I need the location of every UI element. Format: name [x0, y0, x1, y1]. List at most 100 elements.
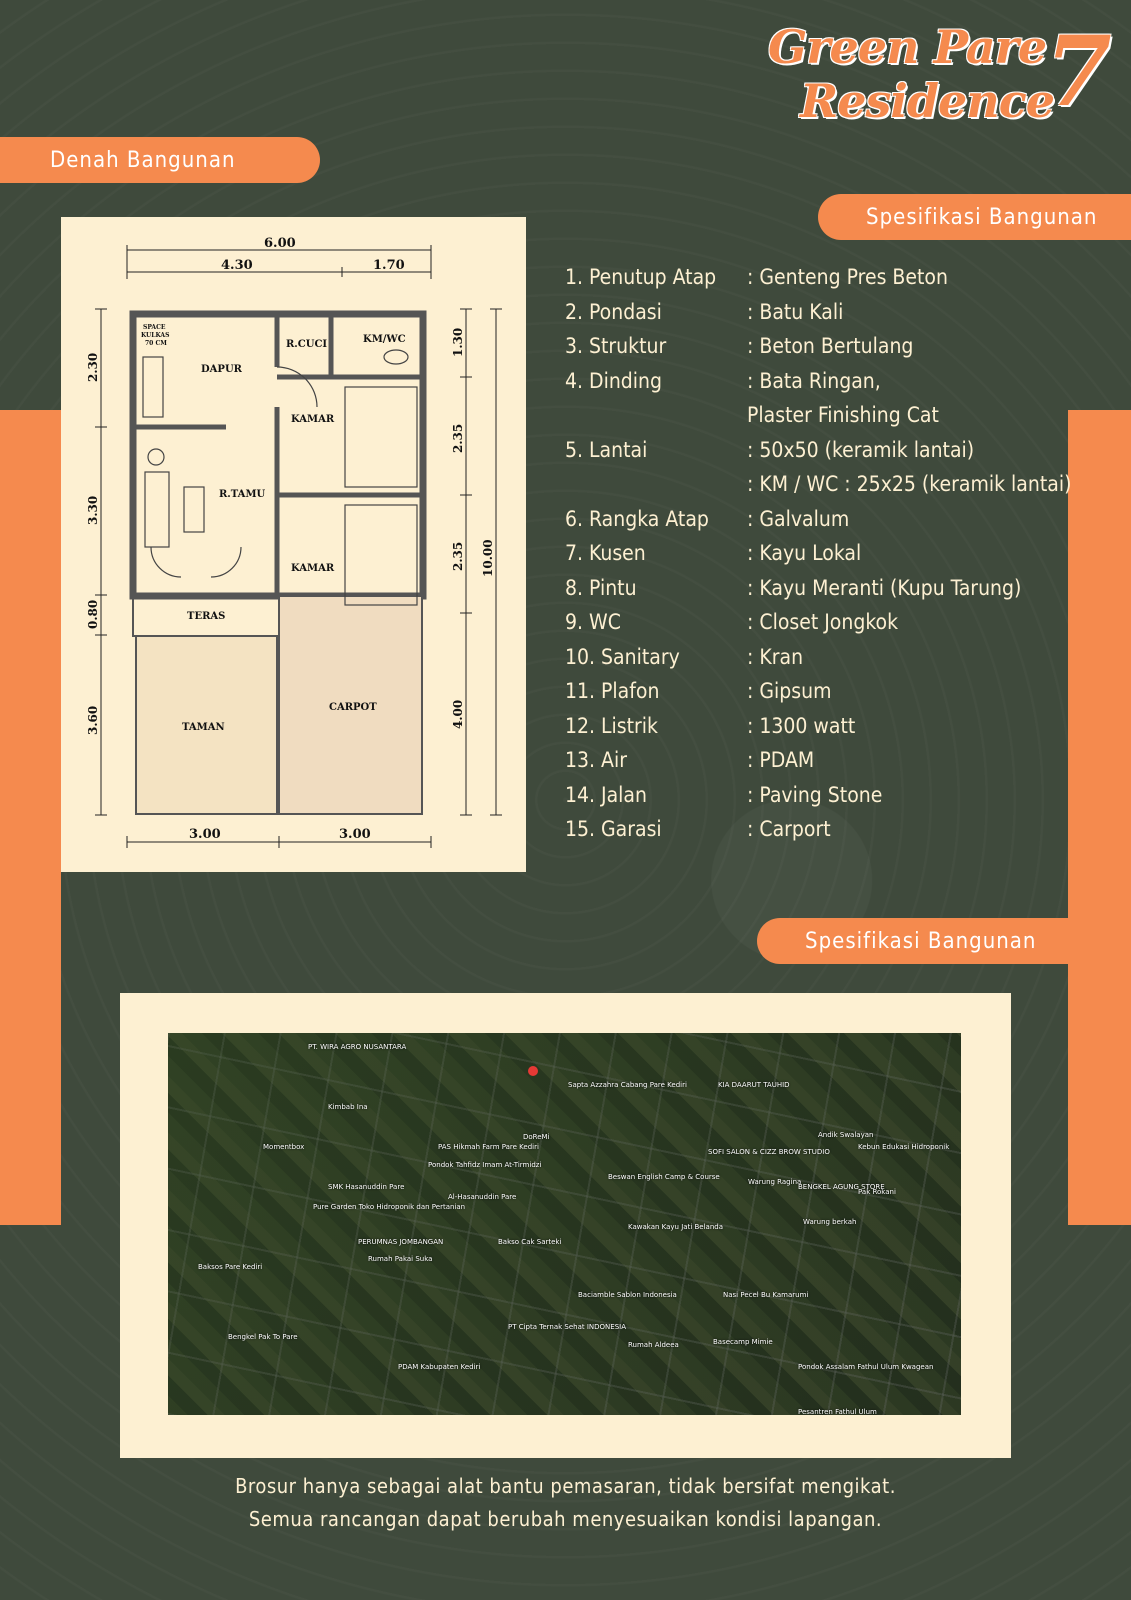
room-kulkas: KULKAS — [141, 332, 169, 339]
disclaimer: Brosur hanya sebagai alat bantu pemasara… — [0, 1470, 1131, 1536]
spec-value: : Batu Kali — [747, 299, 844, 324]
map-label: DoReMi — [523, 1133, 550, 1141]
dim-total-width: 6.00 — [264, 236, 296, 251]
map-label: Sapta Azzahra Cabang Pare Kediri — [568, 1081, 687, 1089]
room-cm: 70 CM — [145, 340, 167, 347]
map-label: SMK Hasanuddin Pare — [328, 1183, 405, 1191]
map-label: Rumah Aldeea — [628, 1341, 679, 1349]
spec-value: : KM / WC : 25x25 (keramik lantai) — [747, 472, 1072, 496]
spec-label: 11. Plafon — [565, 679, 660, 703]
map-label: Bakso Cak Sarteki — [498, 1238, 562, 1246]
logo-line2: Residence — [800, 74, 1055, 128]
spec-row: 4. Dinding : Bata Ringan, — [565, 364, 1105, 399]
dim-top-right: 1.70 — [373, 258, 405, 273]
spec-value: : Kayu Meranti (Kupu Tarung) — [747, 575, 1022, 600]
dim-top-left: 4.30 — [221, 258, 253, 273]
map-label: Baksos Pare Kediri — [198, 1263, 263, 1271]
logo-number: 7 — [1045, 15, 1112, 128]
room-dapur: DAPUR — [201, 364, 243, 375]
spec-row: 9. WC : Closet Jongkok — [565, 605, 1105, 640]
map-label: Pure Garden Toko Hidroponik dan Pertania… — [313, 1203, 466, 1211]
map-label: Andik Swalayan — [818, 1131, 874, 1139]
dim-total-height: 10.00 — [481, 539, 495, 577]
map-label: Momentbox — [263, 1143, 305, 1151]
spec-row: 5. Lantai: 50x50 (keramik lantai) — [565, 433, 1105, 468]
location-pin-icon — [528, 1066, 538, 1076]
map-label: BENGKEL AGUNG STORE — [798, 1183, 885, 1191]
room-taman: TAMAN — [182, 722, 225, 733]
spec-label: 13. Air — [565, 748, 627, 772]
map-label: Pak Rokani — [858, 1188, 896, 1196]
spec-label: 1. Penutup Atap — [565, 265, 717, 289]
map-label: KIA DAARUT TAUHID — [718, 1081, 790, 1089]
map-label: Al-Hasanuddin Pare — [448, 1193, 517, 1201]
dim-right-1: 1.30 — [451, 328, 465, 357]
spec-value: : Carport — [747, 817, 831, 841]
room-space: SPACE — [143, 324, 166, 331]
spec-row: 15. Garasi: Carport — [565, 812, 1105, 847]
spec-row: : KM / WC : 25x25 (keramik lantai) — [565, 467, 1105, 502]
logo-line1: Green Pare — [768, 20, 1047, 74]
spec-value: : Gipsum — [747, 679, 832, 703]
dim-left-4: 3.60 — [86, 706, 100, 735]
spec-row: Plaster Finishing Cat — [565, 398, 1105, 433]
map-label: Kawakan Kayu Jati Belanda — [628, 1223, 723, 1231]
room-kamar-1: KAMAR — [291, 414, 335, 425]
spec-label: 3. Struktur — [565, 334, 667, 358]
map-label: PT Cipta Ternak Sehat INDONESIA — [508, 1323, 627, 1331]
spec-label: 12. Listrik — [565, 713, 659, 738]
spec-value: : Closet Jongkok — [747, 610, 899, 634]
disclaimer-line2: Semua rancangan dapat berubah menyesuaik… — [248, 1507, 883, 1531]
map-label: SOFI SALON & CIZZ BROW STUDIO — [708, 1148, 830, 1156]
spec-label: 6. Rangka Atap — [565, 506, 709, 531]
dim-left-1: 2.30 — [86, 353, 100, 382]
map-label: PERUMNAS JOMBANGAN — [358, 1238, 444, 1246]
spec-value: : 1300 watt — [747, 713, 856, 738]
spec-value: : PDAM — [747, 748, 815, 772]
spec-value: : Paving Stone — [747, 782, 883, 807]
room-rtamu: R.TAMU — [219, 489, 266, 500]
spec-label: 9. WC — [565, 610, 621, 634]
spec-value: : Genteng Pres Beton — [747, 265, 948, 289]
spec-label: 4. Dinding — [565, 368, 663, 393]
spec-label: 14. Jalan — [565, 782, 647, 807]
dim-left-2: 3.30 — [86, 496, 100, 525]
map-label: Pondok Tahfidz Imam At-Tirmidzi — [428, 1161, 542, 1169]
spec-row: 8. Pintu : Kayu Meranti (Kupu Tarung) — [565, 571, 1105, 606]
spec-row: 1. Penutup Atap : Genteng Pres Beton — [565, 260, 1105, 295]
spec-value: : Bata Ringan, — [747, 368, 881, 393]
spec-label — [565, 467, 747, 502]
dim-bottom-right: 3.00 — [339, 827, 371, 842]
spec-value: : Kran — [747, 644, 804, 669]
spec-label: 8. Pintu — [565, 575, 637, 600]
map-label: Kimbab Ina — [328, 1103, 368, 1111]
spec-row: 13. Air : PDAM — [565, 743, 1105, 778]
map-label: Pondok Assalam Fathul Ulum Kwagean — [798, 1363, 934, 1371]
spec-value: Plaster Finishing Cat — [747, 403, 939, 427]
dim-right-2: 2.35 — [451, 424, 465, 453]
room-carpot: CARPOT — [329, 702, 377, 713]
spec-row: 14. Jalan : Paving Stone — [565, 778, 1105, 813]
spec-row: 10. Sanitary : Kran — [565, 640, 1105, 675]
lokasi-header: Spesifikasi Bangunan — [757, 918, 1068, 964]
map-label: PT. WIRA AGRO NUSANTARA — [308, 1043, 407, 1051]
room-kmwc: KM/WC — [363, 334, 406, 345]
map-label: Kebun Edukasi Hidroponik — [858, 1143, 950, 1151]
spec-value: : Galvalum — [747, 506, 850, 531]
denah-header-text: Denah Bangunan — [50, 147, 236, 173]
spec-row: 12. Listrik : 1300 watt — [565, 709, 1105, 744]
map-label: Basecamp Mimie — [713, 1338, 773, 1346]
map-label: PAS Hikmah Farm Pare Kediri — [438, 1143, 539, 1151]
dim-bottom-left: 3.00 — [189, 827, 221, 842]
map-label: Baciamble Sablon Indonesia — [578, 1291, 677, 1299]
spec-label: 10. Sanitary — [565, 644, 680, 669]
spec-row: 6. Rangka Atap : Galvalum — [565, 502, 1105, 537]
lokasi-header-text: Spesifikasi Bangunan — [805, 928, 1037, 954]
spec-value: : Kayu Lokal — [747, 541, 862, 565]
dim-right-4: 4.00 — [451, 700, 465, 729]
denah-header: Denah Bangunan — [0, 137, 320, 183]
spec-value: : 50x50 (keramik lantai) — [747, 437, 975, 462]
map-label: Rumah Pakai Suka — [368, 1255, 433, 1263]
